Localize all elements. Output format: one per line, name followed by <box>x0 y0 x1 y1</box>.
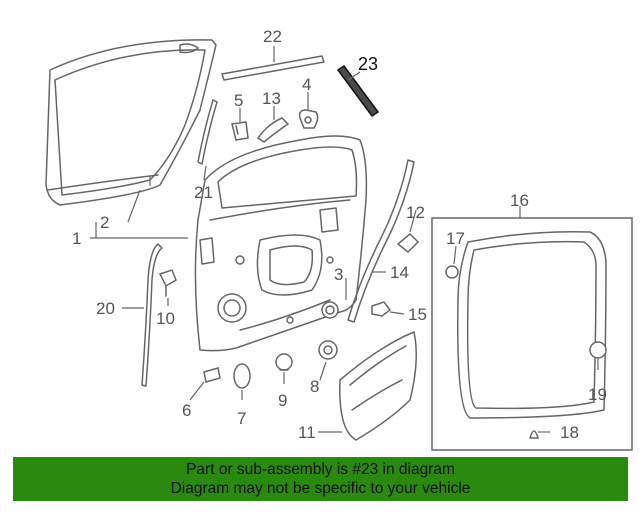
hose-part-20 <box>141 243 163 387</box>
weatherstrip-box <box>431 217 633 451</box>
callout-9: 9 <box>278 391 287 410</box>
clip-part-15 <box>371 301 392 317</box>
service-cover-part-11 <box>339 331 417 441</box>
callout-2: 2 <box>100 213 109 232</box>
callout-7: 7 <box>237 409 246 428</box>
callout-8: 8 <box>310 377 319 396</box>
callout-17: 17 <box>446 229 465 248</box>
callout-21: 21 <box>194 183 213 202</box>
grommet-part-10 <box>158 269 177 297</box>
grommet-part-8 <box>318 340 338 360</box>
callout-14: 14 <box>390 263 409 282</box>
callout-11: 11 <box>298 423 316 442</box>
banner-line-2: Diagram may not be specific to your vehi… <box>170 480 471 497</box>
callout-20: 20 <box>96 299 115 318</box>
callout-10: 10 <box>156 309 175 328</box>
leader-lines <box>90 46 599 433</box>
callout-13: 13 <box>262 89 281 108</box>
bracket-part-13 <box>256 117 290 143</box>
callout-6: 6 <box>182 401 191 420</box>
info-banner: Part or sub-assembly is #23 in diagram D… <box>13 457 628 501</box>
callout-16: 16 <box>510 191 529 210</box>
door-shell <box>194 135 368 352</box>
bracket-part-6 <box>203 367 221 383</box>
callout-12: 12 <box>406 203 425 222</box>
grommet-part-3 <box>321 301 339 319</box>
frame-strip <box>197 99 218 165</box>
callout-5: 5 <box>234 91 243 110</box>
banner-line-1: Part or sub-assembly is #23 in diagram <box>186 461 455 478</box>
belt-moulding <box>221 55 325 81</box>
callout-labels: 1 2 3 4 5 6 7 8 9 10 11 12 13 14 15 16 1… <box>72 27 607 442</box>
callout-15: 15 <box>408 305 427 324</box>
block-part-12 <box>396 232 420 254</box>
callout-18: 18 <box>560 423 579 442</box>
callout-22: 22 <box>263 27 282 46</box>
part-23-highlight <box>336 64 380 118</box>
grommet-part-9 <box>275 353 293 371</box>
trim-strip-part-14 <box>347 159 415 323</box>
callout-19: 19 <box>588 385 607 404</box>
callout-23: 23 <box>358 54 378 74</box>
clip-part-4 <box>298 109 319 129</box>
callout-3: 3 <box>334 265 343 284</box>
plug-part-7 <box>233 363 251 389</box>
callout-1: 1 <box>72 229 81 248</box>
clip-part-5 <box>231 121 249 141</box>
callout-4: 4 <box>302 75 311 94</box>
parts-diagram: 1 2 3 4 5 6 7 8 9 10 11 12 13 14 15 16 1… <box>45 27 633 451</box>
outer-door-panel <box>45 39 217 206</box>
